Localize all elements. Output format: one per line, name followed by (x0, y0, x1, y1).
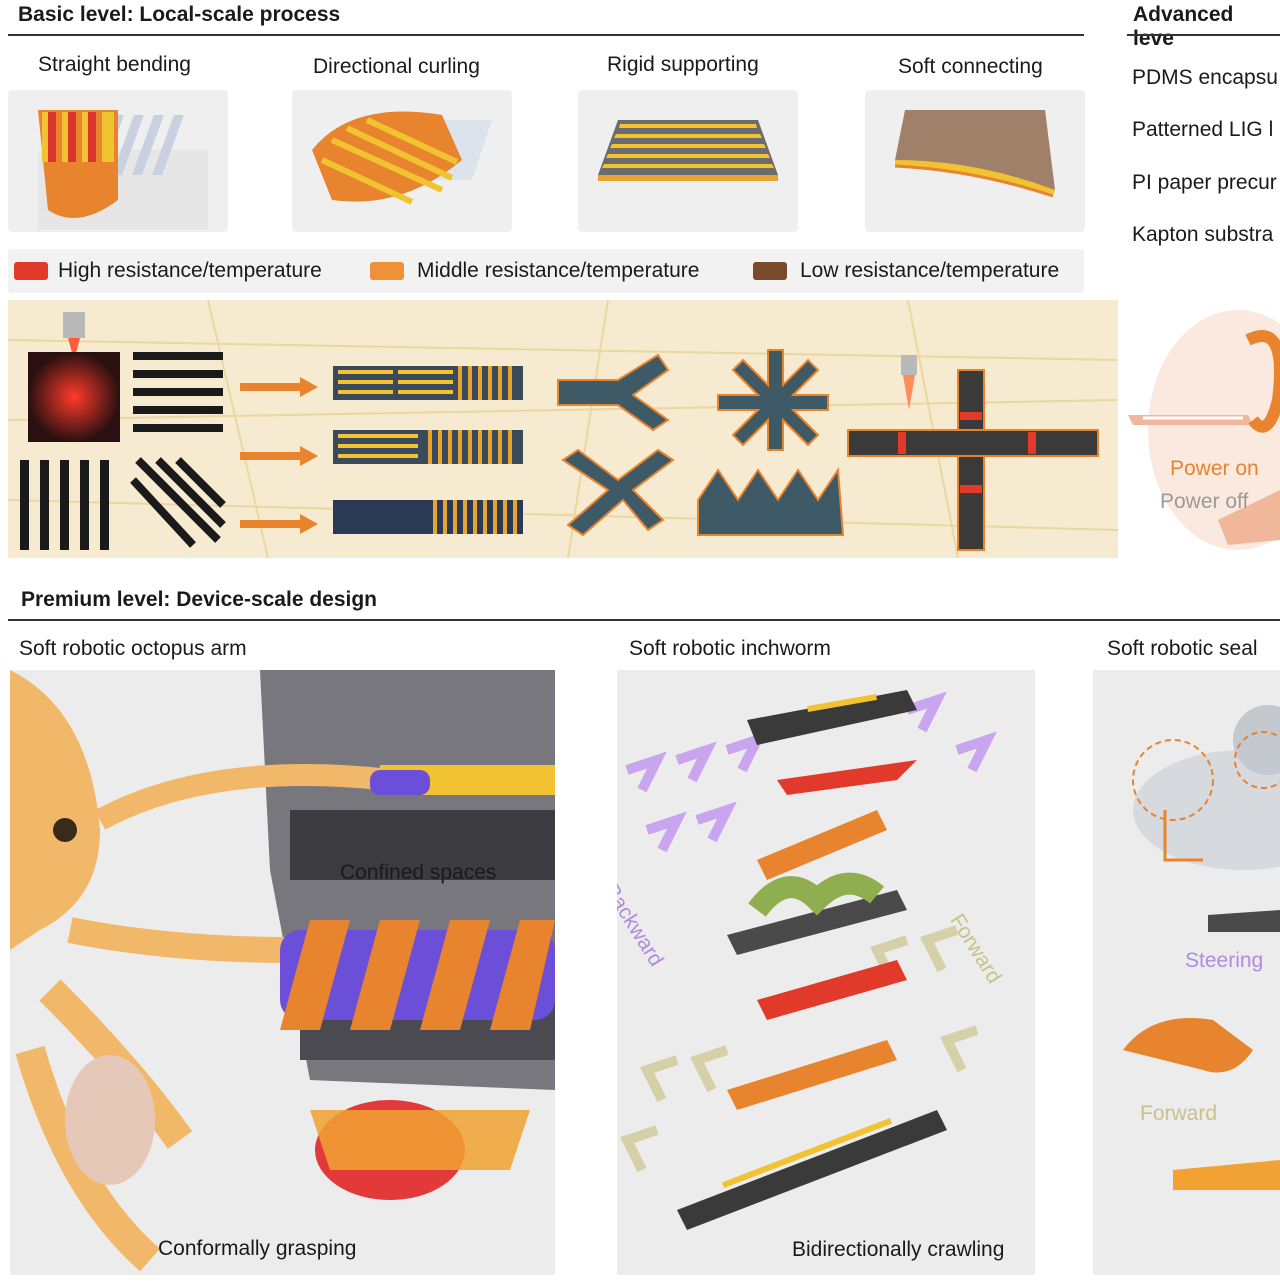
directional-curling-illustration (312, 111, 492, 205)
soft-connecting-image (865, 90, 1085, 232)
premium-section-title: Premium level: Device-scale design (21, 588, 378, 611)
laser-patterning-strip (7, 299, 1119, 559)
premium-title-rule (8, 619, 1280, 621)
layer-label-lig: Patterned LIG l (1132, 118, 1274, 141)
bidirectionally-crawling-label: Bidirectionally crawling (792, 1238, 1005, 1261)
legend-label-middle: Middle resistance/temperature (417, 259, 700, 282)
actuator-drawing (1128, 310, 1280, 550)
layer-label-pi-paper: PI paper precur (1132, 171, 1277, 194)
process-label-directional-curling: Directional curling (313, 55, 480, 78)
octopus-illustration (10, 670, 555, 1272)
basic-section-title: Basic level: Local-scale process (18, 3, 341, 26)
seal-illustration (1123, 705, 1280, 1190)
basic-title-rule (8, 34, 1084, 36)
legend-swatch-low (753, 262, 787, 280)
legend-swatch-middle (370, 262, 404, 280)
legend-label-low: Low resistance/temperature (800, 259, 1060, 282)
octopus-panel: Confined spaces Conformally grasping (10, 670, 555, 1275)
layer-label-kapton: Kapton substra (1132, 223, 1274, 246)
soft-connecting-illustration (894, 110, 1055, 198)
legend-swatch-high (14, 262, 48, 280)
inchworm-panel-title: Soft robotic inchworm (629, 637, 831, 660)
layer-label-pdms: PDMS encapsu (1132, 66, 1278, 89)
resistance-legend: High resistance/temperature Middle resis… (8, 249, 1084, 293)
power-on-label: Power on (1170, 457, 1259, 480)
power-off-label: Power off (1160, 490, 1249, 513)
advanced-section-title: Advanced leve (1133, 3, 1234, 50)
steering-label: Steering (1185, 949, 1264, 972)
seal-panel: Steering Forward (1093, 670, 1280, 1275)
advanced-title-rule (1127, 34, 1280, 36)
laser-patterning-illustration (7, 299, 1119, 559)
conformally-grasping-label: Conformally grasping (158, 1237, 357, 1260)
process-label-soft-connecting: Soft connecting (898, 55, 1043, 78)
actuator-illustration: Power on Power off (1118, 300, 1280, 558)
legend-label-high: High resistance/temperature (58, 259, 322, 282)
forward-label-seal: Forward (1140, 1102, 1218, 1125)
rigid-supporting-illustration (598, 120, 778, 181)
confined-spaces-label: Confined spaces (340, 861, 497, 884)
inchworm-illustration (619, 690, 997, 1230)
rigid-supporting-image (578, 90, 798, 232)
seal-panel-title: Soft robotic seal (1107, 637, 1258, 660)
process-label-straight-bending: Straight bending (38, 53, 191, 76)
inchworm-panel: Backward Forward Bidirectionally crawlin… (617, 670, 1035, 1275)
directional-curling-image (292, 90, 512, 232)
process-label-rigid-supporting: Rigid supporting (607, 53, 759, 76)
straight-bending-image (8, 90, 228, 232)
straight-bending-illustration (38, 110, 208, 230)
octopus-panel-title: Soft robotic octopus arm (19, 637, 247, 660)
